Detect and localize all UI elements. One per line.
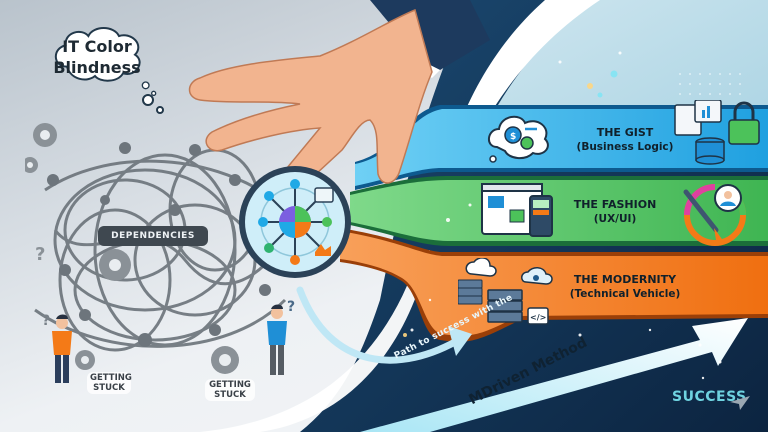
thought-line-2: Blindness — [53, 58, 141, 77]
thought-bubble-text: IT Color Blindness — [30, 36, 164, 78]
magnifying-glass-icon — [239, 166, 351, 278]
hand-icon — [188, 0, 490, 200]
caption-line: STUCK — [214, 390, 246, 400]
database-lock-icon — [674, 100, 760, 165]
band-gist-title: THE GIST — [596, 126, 654, 139]
getting-stuck-caption-right: GETTING STUCK — [205, 379, 255, 401]
success-label: SUCCESS — [672, 389, 747, 405]
band-fashion-subtitle: (UX/UI) — [593, 213, 637, 225]
svg-text:?: ? — [42, 313, 50, 329]
caption-line: GETTING — [209, 380, 251, 390]
getting-stuck-caption-left: GETTING STUCK — [87, 372, 132, 394]
caption-line: GETTING — [90, 373, 132, 383]
paintbrush-user-icon — [683, 184, 746, 246]
band-modernity-label: THE MODERNITY (Technical Vehicle) — [555, 272, 695, 302]
svg-text:</>: </> — [530, 313, 546, 322]
band-modernity-subtitle: (Technical Vehicle) — [569, 288, 681, 300]
band-gist-subtitle: (Business Logic) — [576, 141, 674, 153]
dependencies-label: DEPENDENCIES — [98, 226, 208, 246]
gears-cloud-icon: $ — [488, 115, 549, 163]
thought-cloud-icon — [54, 27, 157, 96]
browser-mobile-icon — [481, 183, 553, 237]
svg-text:$: $ — [510, 132, 516, 142]
band-fashion-label: THE FASHION (UX/UI) — [555, 197, 675, 227]
thought-line-1: IT Color — [62, 37, 132, 56]
server-cloud-icon: </> — [458, 258, 553, 325]
band-fashion-title: THE FASHION — [573, 198, 657, 211]
paper-plane-icon — [730, 396, 750, 410]
caption-line: STUCK — [93, 383, 125, 393]
band-modernity-title: THE MODERNITY — [573, 273, 677, 286]
band-gist-label: THE GIST (Business Logic) — [565, 125, 685, 155]
svg-text:?: ? — [35, 244, 45, 265]
svg-text:?: ? — [287, 299, 295, 315]
thought-trail-dots — [142, 94, 164, 114]
